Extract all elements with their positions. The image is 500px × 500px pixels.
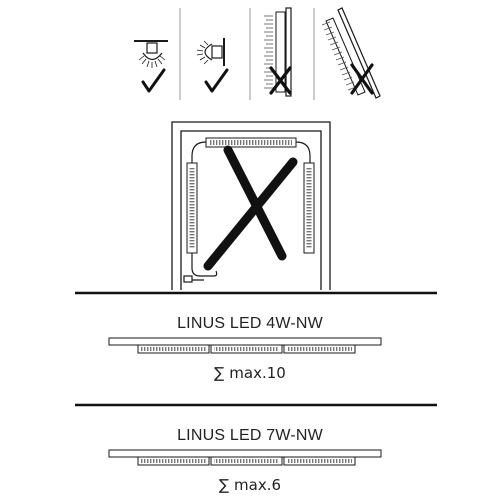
cross-icon [269,66,292,95]
max-count-label: ∑max.6 [0,476,500,494]
corner-connector [191,141,311,163]
mount-option-wall-tilted [321,7,381,99]
wall-lamp-icon [196,38,225,66]
power-cable [183,253,218,283]
checkmark-icon [204,68,229,93]
max-count-value: max.6 [234,476,282,494]
mount-option-wall-side [196,38,229,93]
cross-icon [350,63,374,95]
panel-separators [179,8,315,100]
mount-option-ceiling [134,40,168,93]
product-label: LINUS LED 4W-NW [177,315,323,332]
door-frame-illustration [171,121,331,290]
sum-symbol: ∑ [214,364,225,382]
checkmark-icon [141,68,166,93]
product-strip-4w [108,337,382,354]
door-frame [171,121,331,290]
sum-symbol: ∑ [218,476,230,494]
max-count-value: max.10 [229,364,286,382]
top-lamp [205,137,297,148]
product-label: LINUS LED 7W-NW [177,427,323,444]
mount-option-wall-vertical [264,7,292,97]
right-lamp [303,162,315,254]
tilted-lamp-icon [321,7,381,99]
ceiling-lamp-icon [134,40,168,68]
cross-icon [203,145,298,271]
product-strip-7w [108,449,382,466]
left-lamp [186,162,198,254]
max-count-label: ∑max.10 [0,364,500,382]
